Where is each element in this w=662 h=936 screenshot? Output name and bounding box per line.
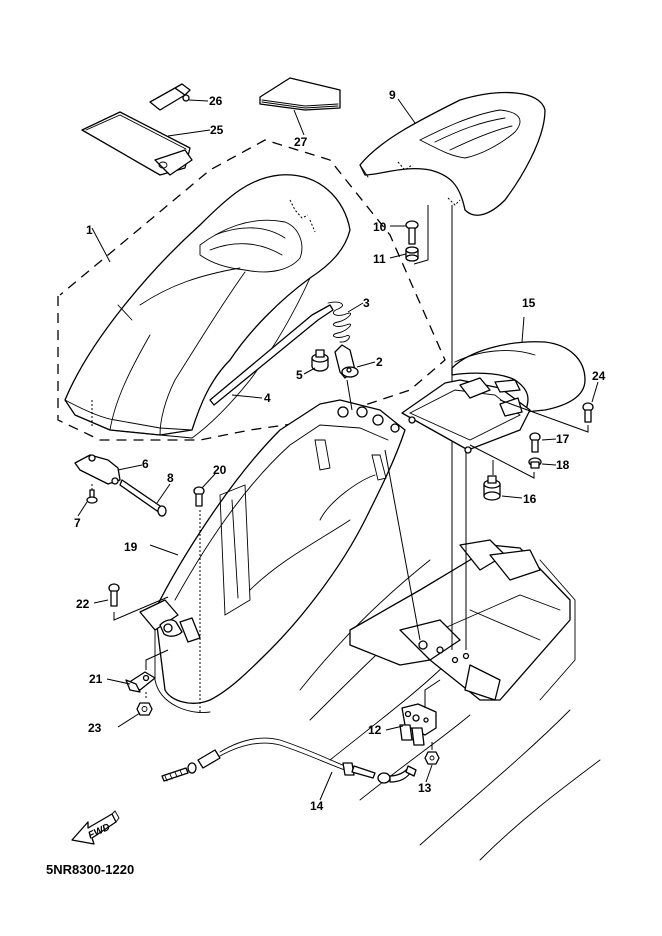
callout-19[interactable]: 19 <box>124 540 138 554</box>
part-7-bolt[interactable]: 7 <box>74 484 98 530</box>
callout-25[interactable]: 25 <box>210 123 224 137</box>
callout-4[interactable]: 4 <box>264 391 271 405</box>
part-3-spring[interactable]: 3 <box>327 296 370 343</box>
callout-20[interactable]: 20 <box>213 463 227 477</box>
part-21-bracket[interactable]: 21 <box>89 649 169 700</box>
callout-7[interactable]: 7 <box>74 516 81 530</box>
callout-21[interactable]: 21 <box>89 672 103 686</box>
callout-24[interactable]: 24 <box>592 369 606 383</box>
part-19-storage-box[interactable]: 19 <box>124 379 421 713</box>
callout-6[interactable]: 6 <box>142 457 149 471</box>
part-27-manual[interactable]: 27 <box>259 77 341 149</box>
callout-11[interactable]: 11 <box>373 252 386 266</box>
part-8-hinge-pin[interactable]: 8 <box>119 471 174 517</box>
callout-15[interactable]: 15 <box>522 296 536 310</box>
callout-26[interactable]: 26 <box>209 94 223 108</box>
callout-18[interactable]: 18 <box>556 458 570 472</box>
callout-27[interactable]: 27 <box>294 135 308 149</box>
callout-5[interactable]: 5 <box>296 368 303 382</box>
callout-8[interactable]: 8 <box>167 471 174 485</box>
callout-2[interactable]: 2 <box>376 355 383 369</box>
part-4-strip[interactable]: 4 <box>209 304 334 406</box>
part-23-nut[interactable]: 23 <box>88 702 153 735</box>
part-20-bolt[interactable]: 20 <box>193 463 227 507</box>
part-13-nut[interactable]: 13 <box>418 742 440 795</box>
frame <box>299 539 601 861</box>
callout-14[interactable]: 14 <box>310 799 324 813</box>
seat-assembly-boundary <box>57 139 446 441</box>
callout-16[interactable]: 16 <box>523 492 537 506</box>
part-2-lock-bracket[interactable]: 2 <box>334 344 383 379</box>
callout-13[interactable]: 13 <box>418 781 432 795</box>
hinge-mount <box>139 599 201 643</box>
callout-12[interactable]: 12 <box>368 723 382 737</box>
callout-3[interactable]: 3 <box>363 296 370 310</box>
part-18-collar[interactable]: 18 <box>469 444 570 479</box>
part-11-collar[interactable]: 11 <box>373 205 429 266</box>
part-22-bolt[interactable]: 22 <box>76 583 169 621</box>
part-10-bolt[interactable]: 10 <box>373 220 419 245</box>
callout-10[interactable]: 10 <box>373 220 387 234</box>
callout-22[interactable]: 22 <box>76 597 90 611</box>
part-16-rubber-damper[interactable]: 16 <box>483 460 537 506</box>
callout-17[interactable]: 17 <box>556 432 570 446</box>
part-15-rear-seat-base[interactable]: 15 <box>401 296 586 454</box>
part-26-clip[interactable]: 26 <box>149 83 223 111</box>
part-5-damper[interactable]: 5 <box>296 349 329 382</box>
part-14-cable[interactable]: 14 <box>161 737 417 813</box>
diagram-code: 5NR8300-1220 <box>46 862 134 877</box>
part-6-hinge-bracket[interactable]: 6 <box>74 454 149 485</box>
part-17-bolt[interactable]: 17 <box>529 432 570 453</box>
part-1-seat[interactable]: 1 <box>64 174 351 439</box>
part-25-tray[interactable]: 25 <box>81 111 224 176</box>
part-12-seat-lock[interactable]: 12 <box>368 679 441 746</box>
callout-9[interactable]: 9 <box>389 88 396 102</box>
part-9-rear-seat-cover[interactable]: 9 <box>359 88 546 216</box>
fwd-label: FWD <box>87 822 112 842</box>
callout-23[interactable]: 23 <box>88 721 102 735</box>
fwd-direction-indicator: FWD <box>71 810 120 845</box>
callout-1[interactable]: 1 <box>86 223 93 237</box>
part-24-bolt[interactable]: 24 <box>499 369 606 433</box>
